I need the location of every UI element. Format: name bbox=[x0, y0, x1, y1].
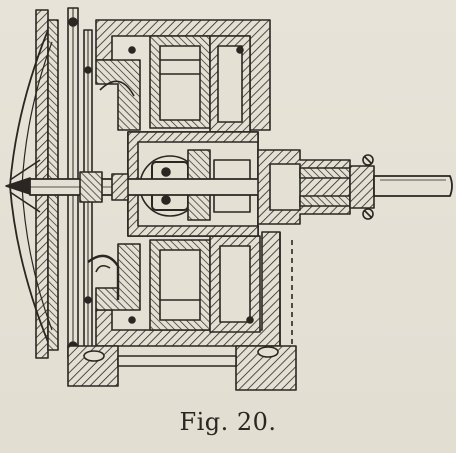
valve-chambers bbox=[87, 59, 141, 311]
shaft-end bbox=[373, 175, 453, 197]
lower-cylinder bbox=[149, 235, 261, 333]
base-feet bbox=[67, 232, 297, 391]
fasteners bbox=[128, 46, 254, 324]
right-bearing-housing bbox=[257, 149, 375, 225]
fan-vanes bbox=[5, 159, 41, 213]
figure-caption: Fig. 20. bbox=[179, 408, 277, 436]
engine-cross-section-drawing bbox=[5, 7, 453, 391]
upper-cylinder bbox=[149, 35, 251, 133]
